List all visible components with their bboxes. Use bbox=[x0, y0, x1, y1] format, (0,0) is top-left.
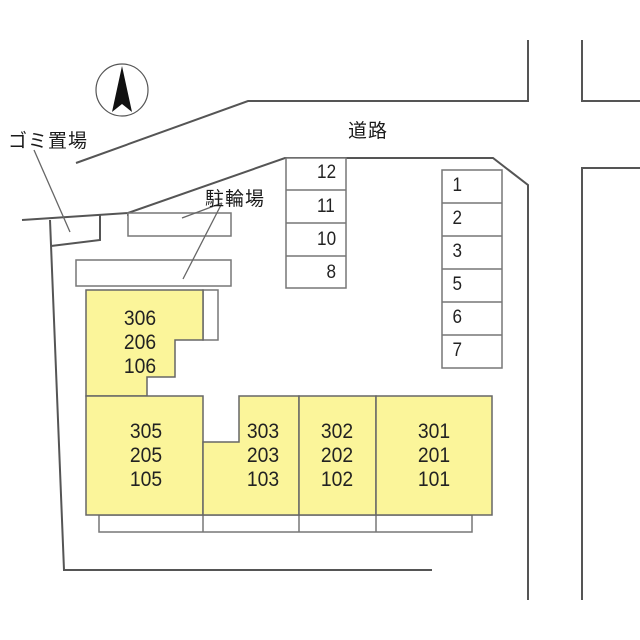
parking-space: 5 bbox=[452, 274, 463, 295]
room-number: 105 bbox=[129, 468, 163, 491]
room-number: 302 bbox=[320, 420, 354, 443]
bicycle-parking-label: 駐輪場 bbox=[205, 188, 266, 210]
north-arrow-circle bbox=[95, 63, 149, 117]
road-label: 道路 bbox=[348, 120, 389, 142]
parking-space: 3 bbox=[452, 241, 463, 262]
room-number: 203 bbox=[246, 444, 280, 467]
parking-space: 1 bbox=[452, 175, 463, 196]
room-number: 206 bbox=[123, 331, 157, 354]
unit-305-shape bbox=[85, 395, 204, 516]
parking-space: 8 bbox=[326, 262, 337, 283]
room-number: 306 bbox=[123, 307, 157, 330]
unit-302-shape bbox=[298, 395, 377, 516]
unit-301-shape bbox=[375, 395, 493, 516]
room-number: 202 bbox=[320, 444, 354, 467]
room-number: 106 bbox=[123, 355, 157, 378]
garbage-area-label: ゴミ置場 bbox=[8, 130, 89, 152]
unit-306[interactable]: 306 206 106 bbox=[112, 307, 167, 379]
parking-space: 6 bbox=[452, 307, 463, 328]
parking-space: 2 bbox=[452, 208, 463, 229]
room-number: 303 bbox=[246, 420, 280, 443]
bicycle-parking-1 bbox=[127, 212, 232, 237]
room-number: 101 bbox=[417, 468, 451, 491]
parking-space: 11 bbox=[316, 196, 335, 217]
room-number: 103 bbox=[246, 468, 280, 491]
room-number: 102 bbox=[320, 468, 354, 491]
north-arrow-icon bbox=[112, 66, 132, 112]
bicycle-parking-2 bbox=[75, 259, 232, 287]
unit-302[interactable]: 302 202 102 bbox=[309, 420, 364, 492]
room-number: 201 bbox=[417, 444, 451, 467]
unit-305[interactable]: 305 205 105 bbox=[118, 420, 173, 492]
room-number: 205 bbox=[129, 444, 163, 467]
parking-space: 10 bbox=[317, 229, 337, 250]
room-number: 301 bbox=[417, 420, 451, 443]
parking-space: 12 bbox=[317, 162, 337, 183]
unit-301[interactable]: 301 201 101 bbox=[406, 420, 461, 492]
room-number: 305 bbox=[129, 420, 163, 443]
parking-space: 7 bbox=[452, 340, 463, 361]
unit-303[interactable]: 303 203 103 bbox=[235, 420, 290, 492]
